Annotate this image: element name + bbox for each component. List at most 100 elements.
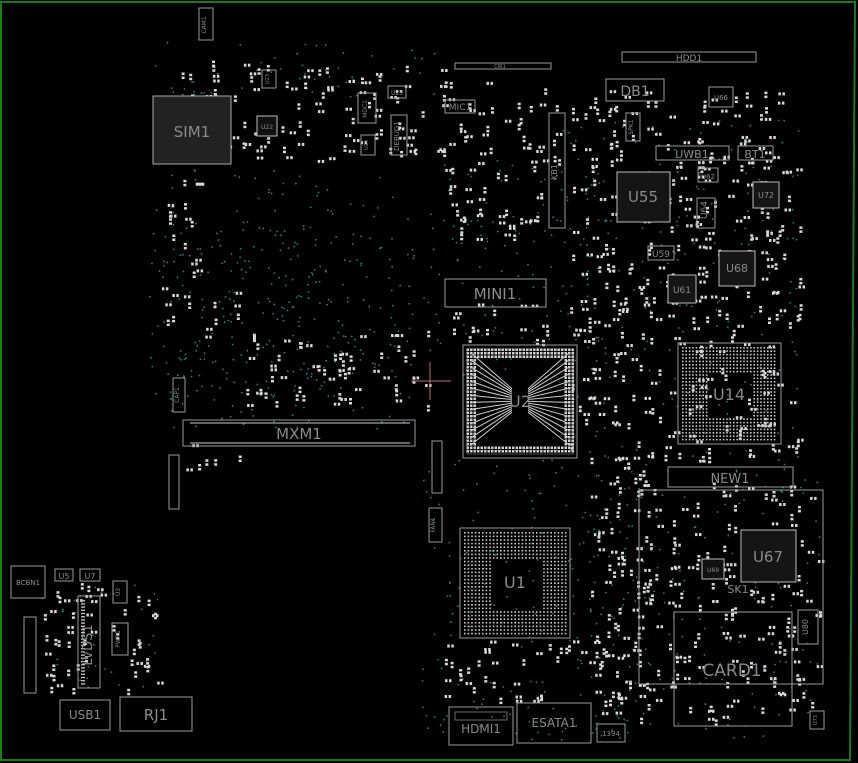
via [292,370,295,373]
smd-pad [746,291,750,298]
bga-ball [685,347,687,349]
bga-ball [550,546,552,548]
component-u2[interactable]: U2 [462,344,578,459]
smd-pad [520,218,524,225]
pad-b [696,567,700,571]
via [251,408,253,411]
bga-ball [496,539,498,541]
via [166,41,169,44]
smd-pad [610,527,614,535]
bga-ball [568,425,571,428]
component-sim1[interactable]: SIM1 [152,95,232,165]
via [425,714,428,717]
pad-b [216,74,220,78]
pad-b [627,636,630,640]
pad-b [408,85,412,89]
pad-b [740,169,744,172]
pad-a [589,396,593,400]
bga-ball [539,542,542,545]
bga-ball [482,607,484,610]
pad-a [705,271,709,274]
pad-a [797,438,800,442]
smd-pad [184,203,187,210]
component-mini1[interactable]: MINI1 [444,278,547,308]
pad-a [746,677,750,680]
via [570,558,573,560]
pad-b [646,590,650,593]
component-mxm1[interactable]: MXM1 [182,419,416,447]
smd-pad [398,122,402,129]
via [643,348,646,351]
pad-a [697,272,701,276]
pad-b [693,434,696,438]
smd-pad [725,636,732,640]
via [425,490,428,493]
pad-b [281,130,285,133]
bga-ball [466,422,469,425]
via [307,291,310,293]
pad-a [233,95,237,98]
bga-ball [525,625,527,628]
smd-pad [539,103,547,107]
smd-pad [774,449,781,453]
pad-b [616,289,620,293]
via [467,173,470,176]
pad-b [677,565,681,569]
u2-trace [469,406,513,425]
smd-pad [787,617,791,624]
via [730,149,733,151]
pad-b [482,198,486,201]
pad-b [516,643,519,647]
bga-ball [554,582,556,584]
pad-a [737,324,740,328]
bga-ball [543,582,545,584]
pad-a [459,123,463,126]
via [337,320,340,322]
pad-b [332,377,336,381]
pad-b [542,145,545,149]
smd-pad [157,681,164,685]
via [341,324,344,327]
smd-pad [766,230,770,237]
pad-b [613,134,617,137]
smd-pad [578,405,582,413]
bga-ball [546,550,549,552]
pad-b [641,337,645,340]
bga-ball [470,376,473,379]
bga-ball [564,582,567,584]
via [600,479,603,482]
bga-ball [503,611,506,613]
component-u1[interactable]: U1 [459,527,571,639]
smd-pad [670,685,677,689]
via [349,203,352,206]
smd-pad [409,149,416,153]
u1-label: U1 [504,573,526,592]
via [252,245,255,248]
bga-ball [543,571,545,574]
bga-ball [515,352,518,355]
pad-a [676,673,680,677]
smd-pad [315,102,322,106]
smd-pad [645,91,653,95]
smd-pad [427,330,431,338]
via [310,375,313,378]
pad-a [722,715,726,719]
pad-b [672,314,675,318]
pad-b [479,212,483,216]
smd-pad [779,309,787,313]
pad-b [799,281,803,285]
pad-a [608,654,611,658]
bga-ball [528,546,531,548]
pad-b [708,179,712,183]
bga-ball [525,532,527,534]
component-u14[interactable]: U14 [677,342,782,445]
via [531,329,534,332]
pad-a [444,658,448,662]
bga-ball [487,446,490,449]
bga-ball [471,550,473,552]
bga-ball [478,553,480,556]
bga-ball [514,629,516,631]
smd-pad [460,218,467,222]
bga-ball [543,589,545,592]
